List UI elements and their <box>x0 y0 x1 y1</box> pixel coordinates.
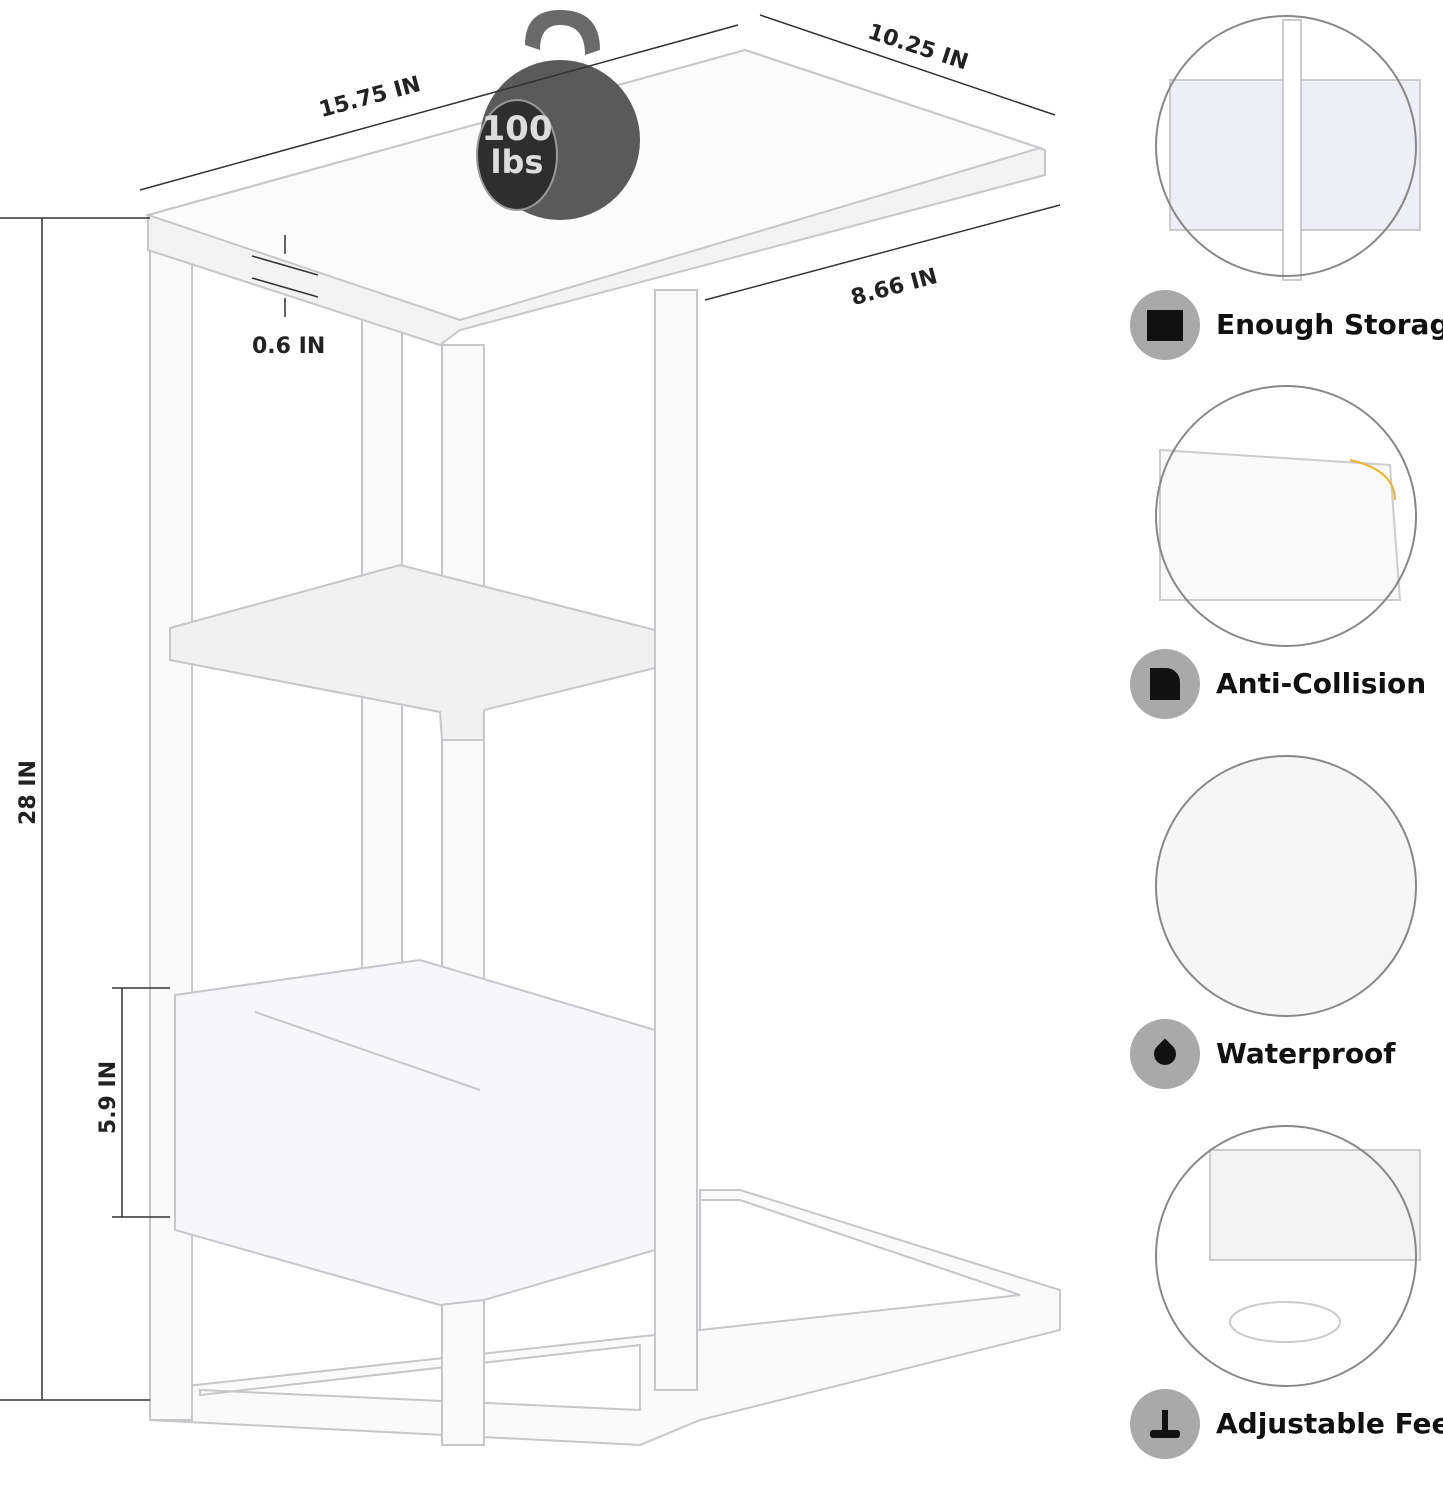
waterproof-detail-image <box>1155 755 1417 1017</box>
water-drop-icon <box>1130 1019 1200 1089</box>
storage-detail-image <box>1155 15 1417 277</box>
dimension-thickness: 0.6 IN <box>252 334 326 359</box>
storage-basket <box>174 958 656 1307</box>
feature-adjustable-feet: Adjustable Feet <box>1216 1407 1443 1440</box>
kettlebell <box>476 10 640 220</box>
weight-unit: lbs <box>490 143 544 181</box>
weight-badge: 100 lbs <box>480 112 554 178</box>
dimension-basket-height: 5.9 IN <box>96 1060 122 1135</box>
storage-box-icon <box>1130 290 1200 360</box>
feature-anti-collision: Anti-Collision <box>1216 667 1427 700</box>
rounded-corner-icon <box>1130 649 1200 719</box>
weight-value: 100 <box>481 109 553 149</box>
adjustable-feet-detail-image <box>1155 1125 1417 1387</box>
middle-shelf <box>169 563 656 741</box>
dimension-height: 28 IN <box>15 760 41 825</box>
screw-foot-icon <box>1130 1389 1200 1459</box>
feature-enough-storage: Enough Storage <box>1216 308 1443 341</box>
anti-collision-detail-image <box>1155 385 1417 647</box>
feature-waterproof: Waterproof <box>1216 1037 1396 1070</box>
back-post <box>149 239 193 1421</box>
